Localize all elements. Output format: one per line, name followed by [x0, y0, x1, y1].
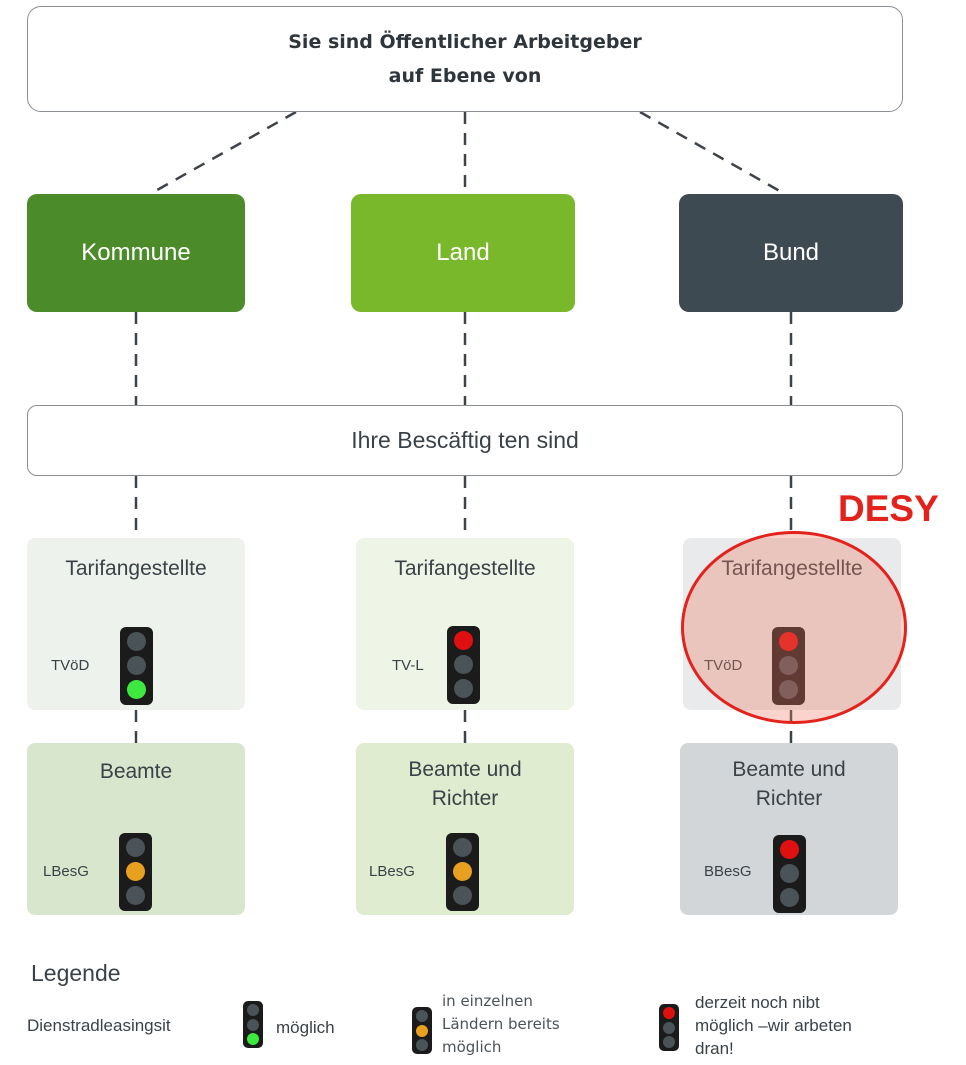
lamp-bottom-green	[127, 680, 146, 699]
legend-red-line1: derzeit noch nibt	[695, 993, 820, 1012]
card-land-beamte: Beamte und Richter LBesG	[356, 743, 574, 915]
lamp-top-red	[780, 840, 799, 859]
lamp-middle-amber	[126, 862, 145, 881]
card-law: LBesG	[369, 863, 415, 880]
employees-box: Ihre Bescäftig ten sind	[27, 405, 903, 476]
card-title: Tarifangestellte	[65, 557, 207, 580]
lamp-middle	[780, 864, 799, 883]
lamp-middle-amber	[416, 1024, 428, 1037]
card-title: Beamte	[99, 760, 173, 783]
card-title-line1: Beamte und	[408, 758, 522, 781]
legend-label: Dienstradleasingsit	[27, 1016, 171, 1035]
level-land: Land	[351, 194, 575, 312]
card-kommune-beamte: Beamte LBesG	[27, 743, 245, 915]
lamp-bottom	[663, 1036, 675, 1048]
card-law: TV-L	[392, 657, 424, 674]
card-law: TVöD	[51, 657, 90, 674]
legend-light-green	[243, 1001, 263, 1048]
lamp-top	[247, 1004, 259, 1016]
card-title-line2: Richter	[431, 787, 499, 810]
card-law: LBesG	[43, 863, 89, 880]
lamp-bottom	[126, 886, 145, 905]
legend-amber-text: in einzelnen Ländern bereits möglich	[442, 990, 560, 1059]
employees-label: Ihre Bescäftig ten sind	[351, 427, 579, 453]
card-title-line1: Beamte und	[732, 758, 846, 781]
card-kommune-tarif: Tarifangestellte TVöD	[27, 538, 245, 710]
desy-label: DESY	[838, 488, 939, 529]
legend-amber-line2: Ländern bereits	[442, 1015, 560, 1033]
lamp-bottom	[416, 1039, 428, 1051]
traffic-light-red	[447, 626, 480, 704]
level-kommune: Kommune	[27, 194, 245, 312]
legend-title: Legende	[31, 960, 121, 986]
card-title-line2: Richter	[755, 787, 823, 810]
lamp-top	[416, 1010, 428, 1022]
connector-top-bund	[639, 110, 786, 196]
card-title: Tarifangestellte	[394, 557, 536, 580]
lamp-bottom	[453, 886, 472, 905]
lamp-middle	[454, 655, 473, 674]
desy-highlight-circle	[681, 531, 907, 724]
legend-green-text: möglich	[276, 1018, 335, 1037]
lamp-middle	[247, 1018, 259, 1031]
lamp-middle-amber	[453, 862, 472, 881]
lamp-top-red	[454, 631, 473, 650]
lamp-top-red	[663, 1007, 675, 1019]
legend-amber-line3: möglich	[442, 1038, 502, 1056]
traffic-light-red	[773, 835, 806, 913]
lamp-bottom	[454, 679, 473, 698]
legend-amber-line1: in einzelnen	[442, 992, 533, 1010]
lamp-bottom	[780, 888, 799, 907]
lamp-middle	[127, 656, 146, 675]
employer-header-box: Sie sind Öffentlicher Arbeitgeber auf Eb…	[27, 6, 903, 112]
lamp-top	[453, 838, 472, 857]
card-bund-beamte: Beamte und Richter BBesG	[680, 743, 898, 915]
legend-light-amber	[412, 1007, 432, 1054]
employer-header-line1: Sie sind Öffentlicher Arbeitgeber	[288, 31, 642, 53]
legend-light-red	[659, 1004, 679, 1051]
lamp-bottom-green	[247, 1033, 259, 1045]
card-land-tarif: Tarifangestellte TV-L	[356, 538, 574, 710]
employer-header-line2: auf Ebene von	[388, 65, 542, 87]
traffic-light-amber	[119, 833, 152, 911]
traffic-light-amber	[446, 833, 479, 911]
traffic-light-green	[120, 627, 153, 705]
legend-red-text: derzeit noch nibt möglich –wir arbeten d…	[695, 991, 852, 1060]
card-law: BBesG	[704, 863, 752, 880]
lamp-middle	[663, 1021, 675, 1034]
lamp-top	[126, 838, 145, 857]
lamp-top	[127, 632, 146, 651]
legend-red-line2: möglich –wir arbeten	[695, 1016, 852, 1035]
legend-red-line3: dran!	[695, 1039, 734, 1058]
connector-top-kommune	[149, 110, 297, 196]
level-bund: Bund	[679, 194, 903, 312]
